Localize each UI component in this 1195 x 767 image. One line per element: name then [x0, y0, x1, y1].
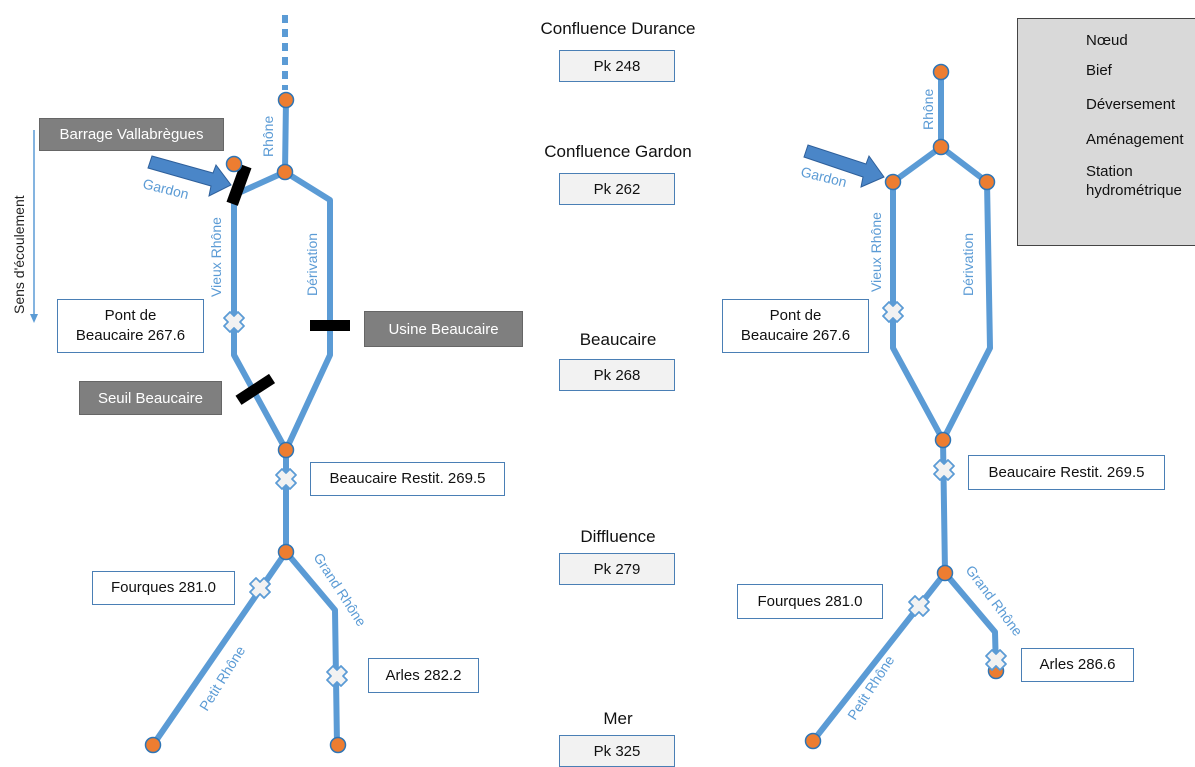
bief-rhone	[282, 97, 289, 175]
pk-box-268: Pk 268	[559, 359, 675, 391]
legend-bief-label: Bief	[1086, 62, 1112, 79]
station-pont-beaucaire-line1: Pont de	[104, 307, 157, 324]
node-beaucaire-r	[934, 431, 952, 449]
label-vieux-rhone-r: Vieux Rhône	[868, 212, 884, 292]
pk-title-confluence-gardon: Confluence Gardon	[544, 142, 692, 161]
station-box-fourques-r: Fourques 281.0	[737, 584, 883, 619]
station-fourques-r	[908, 595, 930, 617]
node-diffluence	[277, 543, 295, 561]
station-beaucaire-restit	[275, 468, 297, 490]
station-box-beaucaire-restit-r: Beaucaire Restit. 269.5	[968, 455, 1165, 490]
pk-box-325: Pk 325	[559, 735, 675, 767]
node-beaucaire	[277, 441, 295, 459]
bief-vallabregues-r	[890, 144, 944, 185]
bief-derivation	[282, 169, 333, 453]
label-derivation: Dérivation	[304, 233, 320, 296]
usine-beaucaire-mark	[310, 320, 350, 331]
legend-station-line1: Station	[1086, 163, 1133, 180]
sens-ecoulement: Sens d'écoulement	[11, 130, 38, 323]
legend: Nœud Bief Déversement Aménagement Statio…	[1017, 18, 1195, 246]
node-derivation-r	[978, 173, 996, 191]
node-gardon	[225, 155, 243, 173]
node-diffluence-r	[936, 564, 954, 582]
station-arles	[326, 665, 348, 687]
gardon-arrow-r	[803, 144, 885, 188]
station-pont-beaucaire-r-line1: Pont de	[769, 307, 822, 324]
pk-title-mer: Mer	[603, 709, 633, 728]
node-rhone-amont	[277, 91, 295, 109]
legend-deversement-label: Déversement	[1086, 96, 1176, 113]
seuil-beaucaire-mark	[235, 373, 276, 405]
station-fourques	[249, 577, 271, 599]
node-grand-rhone-aval	[329, 736, 347, 754]
pk-box-248: Pk 248	[559, 50, 675, 82]
bief-grand-rhone	[283, 549, 340, 748]
node-gardon-r	[884, 173, 902, 191]
node-petit-rhone-aval	[144, 736, 162, 754]
station-box-pont-beaucaire-r: Pont de Beaucaire 267.6	[722, 299, 869, 353]
pk-box-262: Pk 262	[559, 173, 675, 205]
label-rhone: Rhône	[260, 116, 276, 157]
node-confluence-gardon-r	[932, 138, 950, 156]
bief-vieux-rhone	[231, 192, 289, 453]
usine-beaucaire-label: Usine Beaucaire	[364, 311, 523, 347]
station-box-pont-beaucaire: Pont de Beaucaire 267.6	[57, 299, 204, 353]
station-pont-beaucaire	[223, 311, 245, 333]
pk-title-beaucaire: Beaucaire	[579, 330, 657, 349]
node-petit-rhone-aval-r	[804, 732, 822, 750]
station-arles-r	[985, 649, 1007, 671]
label-gardon: Gardon	[141, 175, 190, 202]
barrage-vallabregues-mark	[226, 164, 252, 206]
station-box-fourques: Fourques 281.0	[92, 571, 235, 605]
pk-box-279: Pk 279	[559, 553, 675, 585]
pk-title-confluence-durance: Confluence Durance	[540, 19, 696, 38]
label-petit-rhone: Petit Rhône	[196, 643, 248, 714]
legend-station-label: Station hydrométrique	[1086, 162, 1182, 200]
station-pont-beaucaire-r	[882, 301, 904, 323]
right-network: Rhône Gardon Vieux Rhône Dérivation Gran…	[799, 63, 1026, 750]
gardon-arrow	[147, 155, 232, 197]
barrage-vallabregues-label: Barrage Vallabrègues	[39, 118, 224, 151]
legend-station-line2: hydrométrique	[1086, 182, 1182, 199]
seuil-beaucaire-label: Seuil Beaucaire	[79, 381, 222, 415]
station-pont-beaucaire-line2: Beaucaire 267.6	[75, 327, 186, 344]
sens-ecoulement-label: Sens d'écoulement	[11, 195, 27, 314]
node-confluence-gardon	[276, 163, 294, 181]
label-rhone-r: Rhône	[920, 89, 936, 130]
legend-noeud-label: Nœud	[1086, 32, 1128, 49]
station-beaucaire-restit-r	[933, 459, 955, 481]
bief-derivation-amont-r	[938, 144, 990, 185]
label-vieux-rhone: Vieux Rhône	[208, 217, 224, 297]
station-box-beaucaire-restit: Beaucaire Restit. 269.5	[310, 462, 505, 496]
station-box-arles: Arles 282.2	[368, 658, 479, 693]
station-pont-beaucaire-r-line2: Beaucaire 267.6	[740, 327, 851, 344]
pk-title-diffluence: Diffluence	[580, 527, 656, 546]
node-rhone-amont-r	[932, 63, 950, 81]
label-derivation-r: Dérivation	[960, 233, 976, 296]
bief-derivation-r	[940, 179, 993, 443]
legend-amenagement-label: Aménagement	[1086, 131, 1184, 148]
station-box-arles-r: Arles 286.6	[1021, 648, 1134, 682]
bief-aval-beaucaire-r	[940, 437, 948, 576]
sens-arrow-head	[30, 314, 38, 323]
bief-vieux-rhone-r	[890, 179, 946, 443]
